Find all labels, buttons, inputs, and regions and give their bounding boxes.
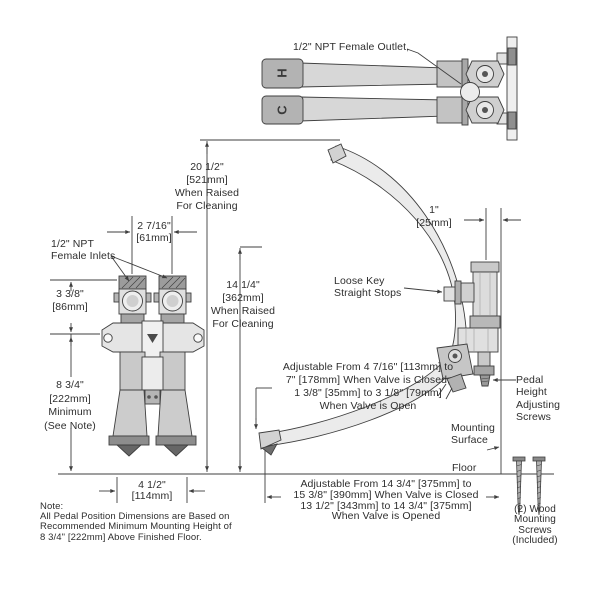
front-view-dimensions [50,216,205,503]
cold-pedal-letter: C [275,105,290,115]
wood-screw-icon [532,456,546,516]
outlet-label: 1/2" NPT Female Outlet, [293,41,410,53]
left-pedal [112,389,148,437]
loose-key-stop [443,286,456,302]
outlet-leader-line [406,48,462,85]
hot-pedal-arm [299,62,448,88]
side-view-dimensions [264,208,521,503]
hot-pedal-cap [261,58,304,89]
right-pedal [157,389,193,437]
top-view [261,36,518,141]
raised-pedal-arc [330,145,467,376]
wall-plate [506,36,518,141]
floor-label: Floor [452,462,477,474]
dim-inlet-spacing-label: 2 7/16"[61mm] [136,220,172,244]
cold-pedal-cap [261,95,304,125]
front-view [101,275,205,457]
outlet-port [460,82,480,102]
adjusting-screw [479,374,491,387]
note-text: Note:All Pedal Position Dimensions are B… [40,501,232,543]
dim-pedal-width-label: 4 1/2"[114mm] [131,479,173,502]
brand-logo [147,334,158,343]
wood-screw-icon [512,456,526,516]
dim-offset-label: 1"[25mm] [416,204,452,229]
dim-inlet-height-label: 3 3/8"[86mm] [52,288,88,313]
hot-pedal-letter: H [275,68,290,77]
side-view [258,143,502,474]
cold-pedal-arm [299,96,448,122]
center-dimension-lines [200,139,340,472]
dim-mount-min-label: 8 3/4"[222mm]Minimum(See Note) [44,379,96,432]
